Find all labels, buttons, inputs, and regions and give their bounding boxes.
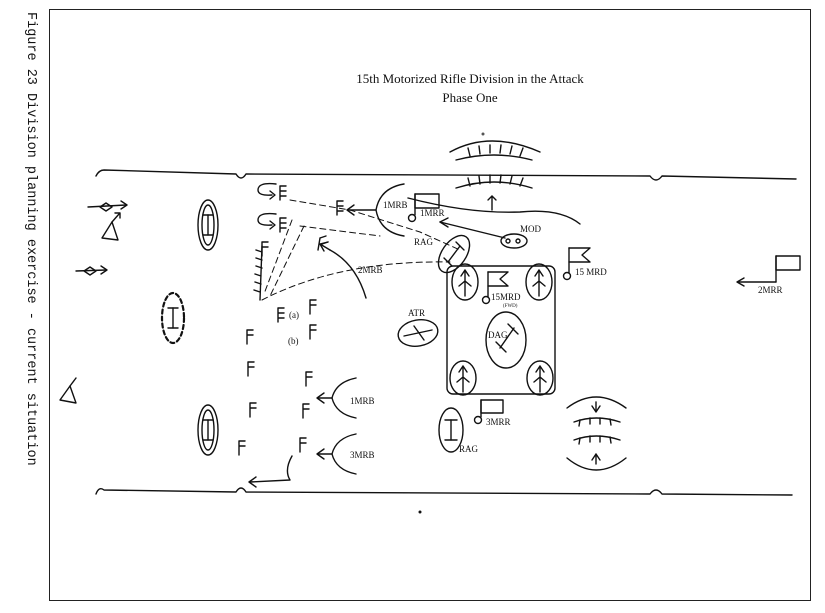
label-mod: MOD xyxy=(520,224,542,234)
diagram-subtitle: Phase One xyxy=(442,90,498,105)
arrow-2mrb xyxy=(317,235,367,299)
label-rag-bottom: RAG xyxy=(459,444,479,454)
label-atr: ATR xyxy=(408,308,425,318)
division-area-box xyxy=(446,263,556,396)
figure-caption-svg: Figure 23 Division planning exercise - c… xyxy=(23,12,38,466)
label-15mrd: 15 MRD xyxy=(575,267,607,277)
hq-flag-15mrd-fwd xyxy=(481,271,509,305)
figure-caption: Figure 23 Division planning exercise - c… xyxy=(22,10,48,530)
atr-symbol xyxy=(397,319,439,347)
upper-boundary-line xyxy=(95,169,797,181)
lower-boundary-line xyxy=(95,487,793,496)
hq-flag-15mrd xyxy=(562,247,591,281)
label-mark-b: (b) xyxy=(288,336,299,346)
dag-symbol xyxy=(485,311,527,369)
hq-flag-3mrr xyxy=(473,399,504,425)
diagram-title: 15th Motorized Rifle Division in the Att… xyxy=(356,71,584,86)
oval-unit-bottom-left xyxy=(197,404,219,456)
left-route-symbol-mid xyxy=(75,265,108,276)
label-1mrb-top: 1MRB xyxy=(383,200,408,210)
dashed-axes xyxy=(261,199,461,301)
label-2mrr: 2MRR xyxy=(758,285,783,295)
company-symbols xyxy=(238,185,344,456)
hq-flag-2mrr xyxy=(736,255,801,287)
rag-bottom-symbol xyxy=(438,407,464,453)
label-dag: DAG xyxy=(488,330,508,340)
label-mark-a: (a) xyxy=(289,310,299,320)
recon-curl-bottom xyxy=(248,455,293,488)
hq-flag-1mrr xyxy=(407,193,440,223)
oval-unit-mid-left-dashed xyxy=(160,291,186,345)
label-1mrr: 1MRR xyxy=(420,208,445,218)
obstacle-arc-top xyxy=(407,140,581,225)
obstacle-sawtooth-left xyxy=(253,245,263,301)
label-2mrb: 2MRB xyxy=(358,265,383,275)
arrow-1mrb-bottom xyxy=(316,377,357,419)
left-triangle-symbol xyxy=(59,377,77,404)
label-fwd: (FWD) xyxy=(503,304,518,309)
recon-curl-top xyxy=(257,182,277,230)
scan-dot-bottom xyxy=(418,510,422,514)
label-rag-top: RAG xyxy=(414,237,434,247)
left-route-symbol-top xyxy=(87,200,128,241)
label-15mrd-fwd: 15MRD xyxy=(491,292,521,302)
label-3mrr: 3MRR xyxy=(486,417,511,427)
scan-dot-top xyxy=(481,132,485,136)
oval-unit-top-left xyxy=(197,199,219,251)
figure-caption-text: Figure 23 Division planning exercise - c… xyxy=(23,12,38,466)
rag-top-symbol xyxy=(437,234,471,274)
arrow-3mrb xyxy=(316,433,357,475)
label-3mrb: 3MRB xyxy=(350,450,375,460)
arrow-1mrb-top xyxy=(346,183,405,237)
mod-unit-symbol xyxy=(439,217,528,249)
diagram-frame xyxy=(49,9,811,601)
label-1mrb-bottom: 1MRB xyxy=(350,396,375,406)
obstacle-circle-bottom-right xyxy=(566,396,627,471)
